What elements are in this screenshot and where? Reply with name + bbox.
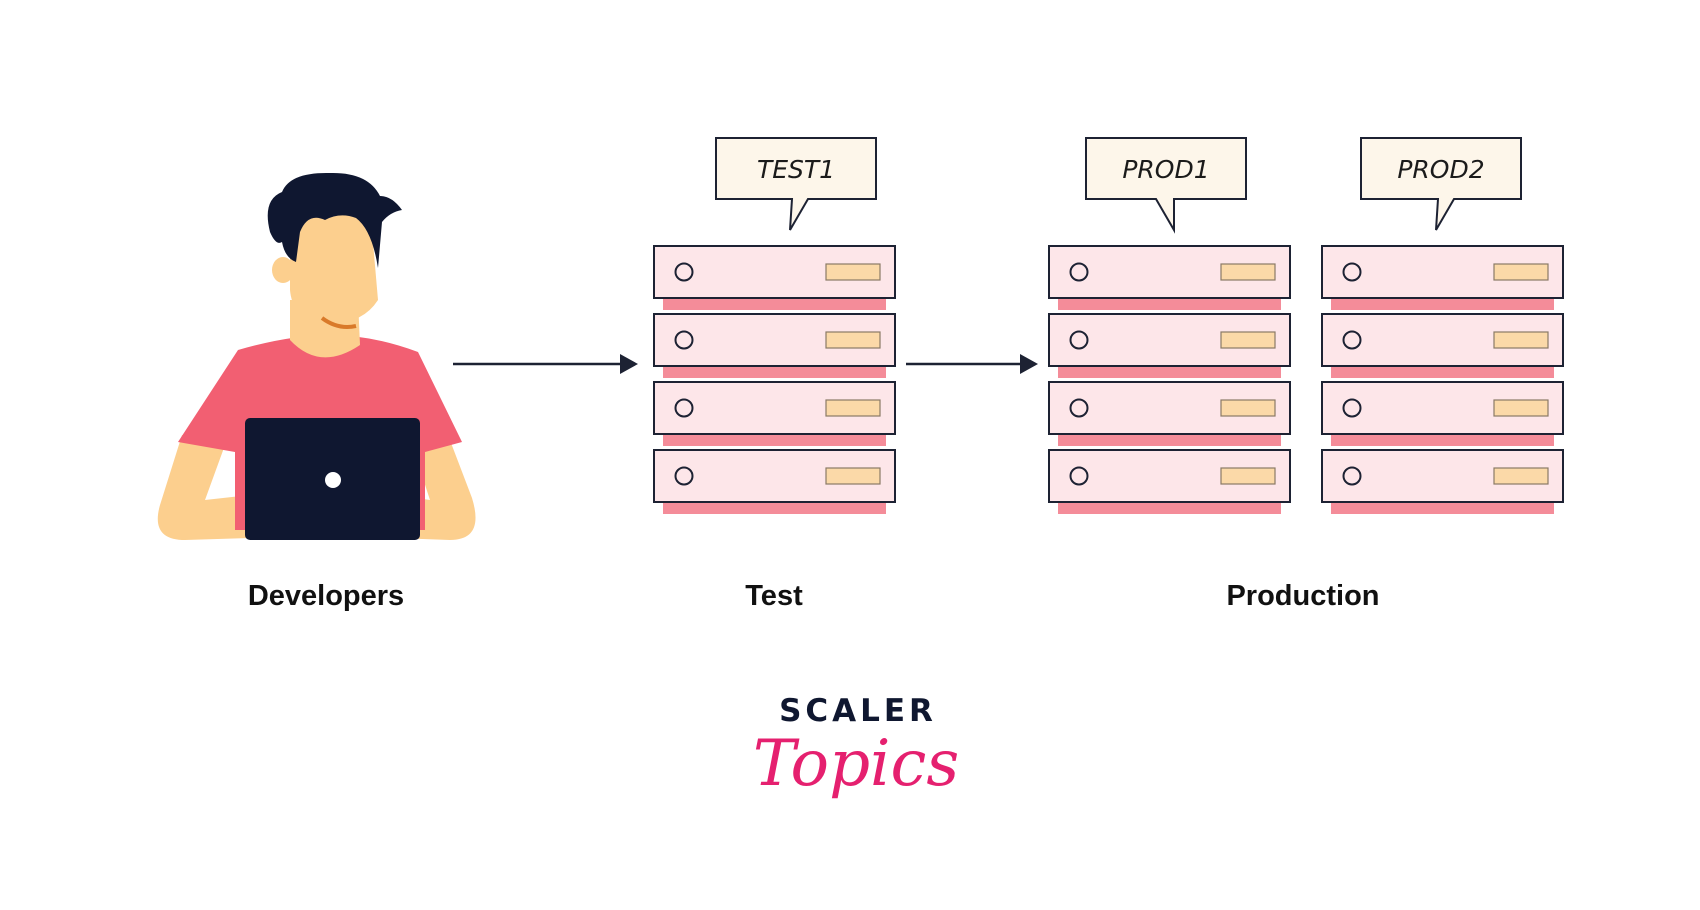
left-arm xyxy=(157,435,250,540)
flow-arrow-dev-to-test xyxy=(453,354,638,374)
server-unit xyxy=(653,245,896,299)
server-unit-base xyxy=(663,434,886,446)
power-indicator-icon xyxy=(1342,398,1362,418)
ear xyxy=(272,257,294,283)
power-indicator-icon xyxy=(674,330,694,350)
hair xyxy=(267,172,402,268)
power-indicator-icon xyxy=(1069,330,1089,350)
drive-slot xyxy=(825,399,881,417)
server-stack-prod2 xyxy=(1321,245,1564,514)
server-stack-test1 xyxy=(653,245,896,514)
server-unit xyxy=(653,449,896,503)
bubble-label-test1: TEST1 xyxy=(757,155,835,184)
label-test: Test xyxy=(745,580,803,612)
brand-scaler: SCALER xyxy=(779,693,937,729)
server-unit-base xyxy=(1058,434,1281,446)
power-indicator-icon xyxy=(1069,262,1089,282)
power-indicator-icon xyxy=(674,262,694,282)
drive-slot xyxy=(1220,331,1276,349)
server-unit-base xyxy=(663,366,886,378)
bubble-test1: TEST1 xyxy=(715,137,877,231)
server-unit-base xyxy=(1058,298,1281,310)
bubble-label-prod1: PROD1 xyxy=(1122,155,1209,184)
drive-slot xyxy=(1493,399,1549,417)
power-indicator-icon xyxy=(674,398,694,418)
server-unit-base xyxy=(1058,366,1281,378)
drive-slot xyxy=(1220,467,1276,485)
server-unit-base xyxy=(663,298,886,310)
smile xyxy=(320,316,357,329)
scaler-topics-logo: SCALER Topics xyxy=(753,693,959,801)
laptop-logo xyxy=(325,472,341,488)
server-unit-base xyxy=(1331,298,1554,310)
flow-arrow-test-to-prod xyxy=(906,354,1038,374)
server-unit-base xyxy=(1331,366,1554,378)
label-production: Production xyxy=(1226,580,1379,612)
drive-slot xyxy=(825,467,881,485)
bubble-prod1: PROD1 xyxy=(1085,137,1247,234)
drive-slot xyxy=(1493,467,1549,485)
power-indicator-icon xyxy=(1342,262,1362,282)
server-unit-base xyxy=(1331,434,1554,446)
label-developers: Developers xyxy=(248,580,404,612)
server-unit-base xyxy=(1058,502,1281,514)
power-indicator-icon xyxy=(1069,466,1089,486)
bubble-prod2: PROD2 xyxy=(1360,137,1522,231)
drive-slot xyxy=(1220,263,1276,281)
bubble-label-prod2: PROD2 xyxy=(1397,155,1484,184)
developer-illustration xyxy=(157,172,476,540)
server-unit-base xyxy=(1331,502,1554,514)
server-unit-base xyxy=(663,502,886,514)
power-indicator-icon xyxy=(1069,398,1089,418)
power-indicator-icon xyxy=(1342,466,1362,486)
face xyxy=(290,199,378,324)
drive-slot xyxy=(1493,263,1549,281)
drive-slot xyxy=(825,331,881,349)
server-stack-prod1 xyxy=(1048,245,1291,514)
power-indicator-icon xyxy=(1342,330,1362,350)
drive-slot xyxy=(1493,331,1549,349)
drive-slot xyxy=(825,263,881,281)
drive-slot xyxy=(1220,399,1276,417)
brand-topics: Topics xyxy=(753,727,959,801)
power-indicator-icon xyxy=(674,466,694,486)
